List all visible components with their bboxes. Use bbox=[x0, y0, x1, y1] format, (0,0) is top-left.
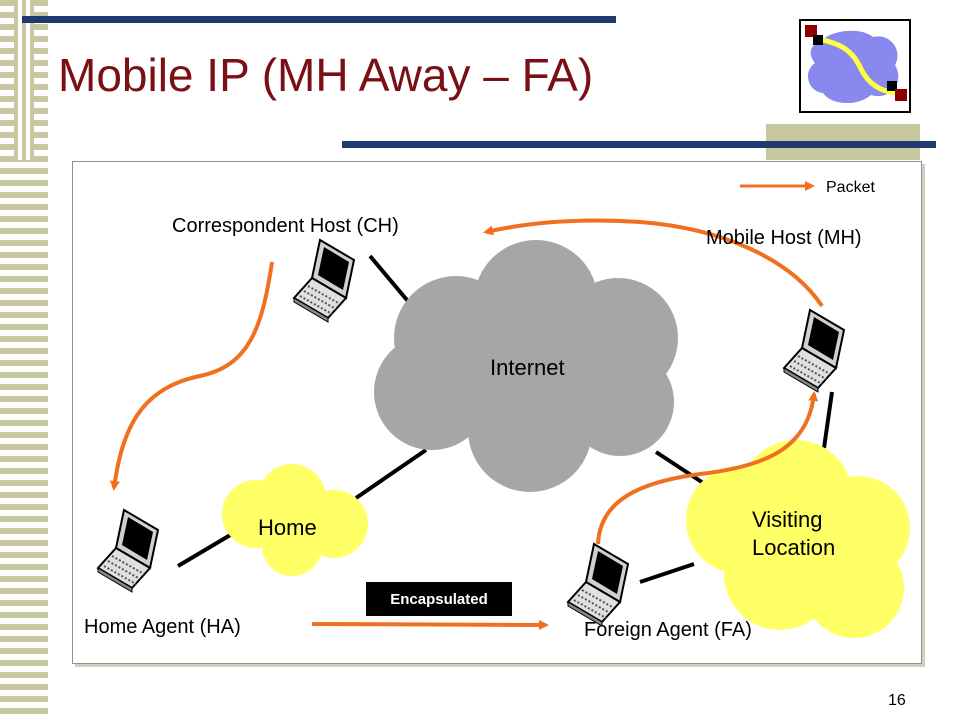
link-home-internet bbox=[354, 448, 428, 500]
link-ha-home bbox=[176, 532, 234, 568]
accent-bar-top bbox=[22, 16, 616, 23]
link-fa-visiting bbox=[639, 562, 695, 584]
cloud-network-logo-icon bbox=[799, 19, 911, 113]
link-ch-internet bbox=[368, 254, 414, 308]
label-mobile-host: Mobile Host (MH) bbox=[706, 227, 862, 249]
accent-bar-middle bbox=[342, 141, 936, 148]
packet-mh-to-ch bbox=[483, 218, 824, 308]
page-number: 16 bbox=[888, 692, 906, 709]
decorative-stripes-vertical bbox=[14, 0, 34, 160]
label-visiting-line1: Visiting bbox=[752, 507, 823, 532]
ha-laptop-icon bbox=[97, 509, 159, 593]
home-cloud bbox=[222, 464, 368, 576]
label-correspondent-host: Correspondent Host (CH) bbox=[172, 215, 399, 237]
label-foreign-agent: Foreign Agent (FA) bbox=[584, 619, 752, 641]
ch-laptop-icon bbox=[293, 239, 355, 323]
label-internet: Internet bbox=[490, 355, 565, 380]
label-visiting-location: Visiting Location bbox=[752, 506, 835, 561]
slide-title: Mobile IP (MH Away – FA) bbox=[58, 49, 594, 101]
packet-ha-to-fa bbox=[311, 619, 549, 630]
link-mh-visiting bbox=[822, 391, 834, 449]
diagram-frame bbox=[72, 161, 922, 664]
label-home: Home bbox=[258, 515, 317, 540]
fa-laptop-icon bbox=[567, 543, 629, 627]
packet-fa-to-mh bbox=[596, 391, 819, 545]
label-home-agent: Home Agent (HA) bbox=[84, 616, 241, 638]
legend-packet-label: Packet bbox=[826, 179, 875, 196]
visiting-location-cloud bbox=[686, 440, 910, 638]
label-visiting-line2: Location bbox=[752, 534, 836, 560]
packet-ch-to-ha bbox=[110, 261, 274, 491]
encapsulated-tag: Encapsulated bbox=[366, 582, 512, 616]
mh-laptop-icon bbox=[783, 309, 845, 393]
internet-cloud bbox=[374, 240, 678, 492]
